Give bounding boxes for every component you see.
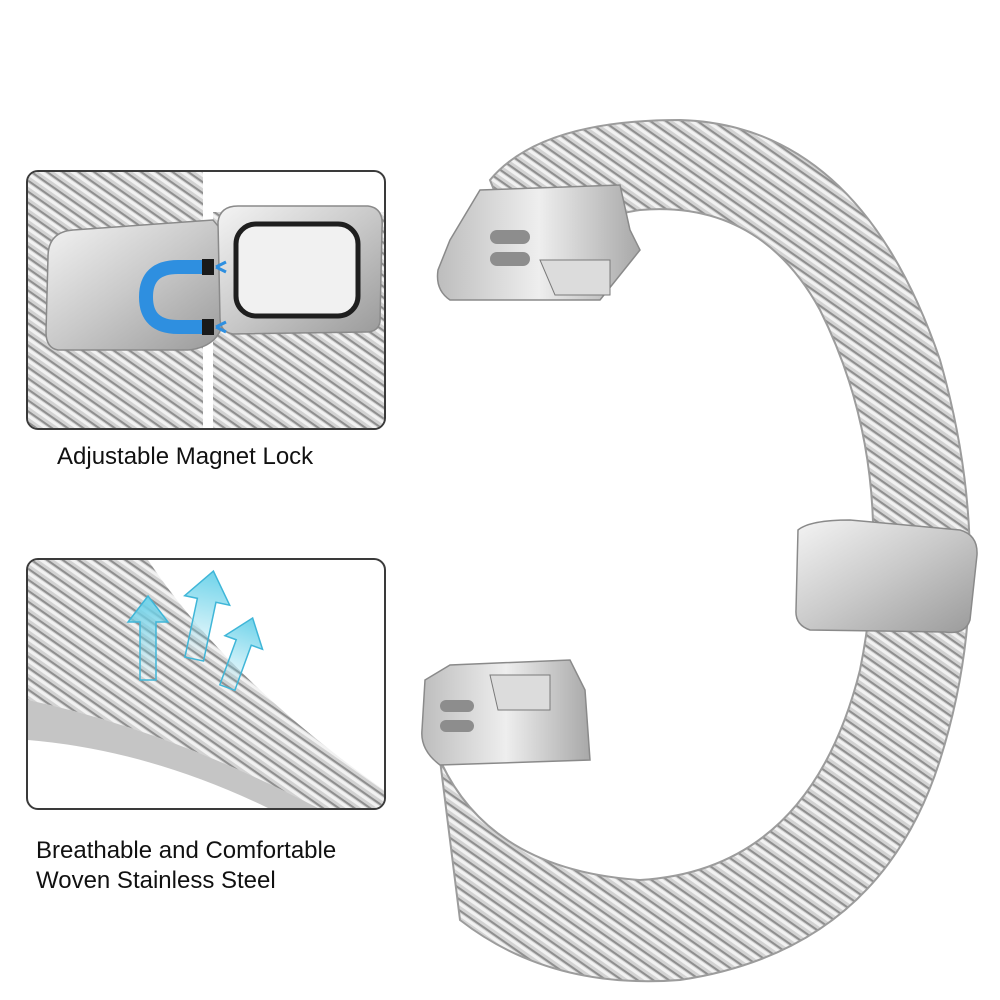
top-connector-slot [490,230,530,244]
breathable-mesh-illustration [28,560,384,808]
airflow-arrow-icon [126,569,264,692]
milanese-loop-band [380,110,980,990]
magnet-lock-panel [26,170,386,430]
connector-frame [233,221,361,319]
twisted-mesh-strap [28,560,384,808]
breathable-mesh-panel [26,558,386,810]
top-connector-slot [490,252,530,266]
bottom-connector-slot [440,700,474,712]
bottom-connector-slot [440,720,474,732]
top-connector-latch [539,259,611,296]
magnet-lock-illustration [28,172,384,428]
magnet-lock-caption: Adjustable Magnet Lock [57,443,314,470]
magnetic-clasp-plate [45,219,224,351]
band-illustration [421,118,978,983]
bottom-connector-latch [489,674,551,711]
breathable-caption-line2: Woven Stainless Steel [36,867,276,894]
magnet-icon [138,259,227,335]
mesh-strap-shadow [28,700,318,808]
magnetic-clasp [795,519,978,634]
breathable-caption-line1: Breathable and Comfortable [36,837,337,864]
mesh-loop [439,118,971,983]
